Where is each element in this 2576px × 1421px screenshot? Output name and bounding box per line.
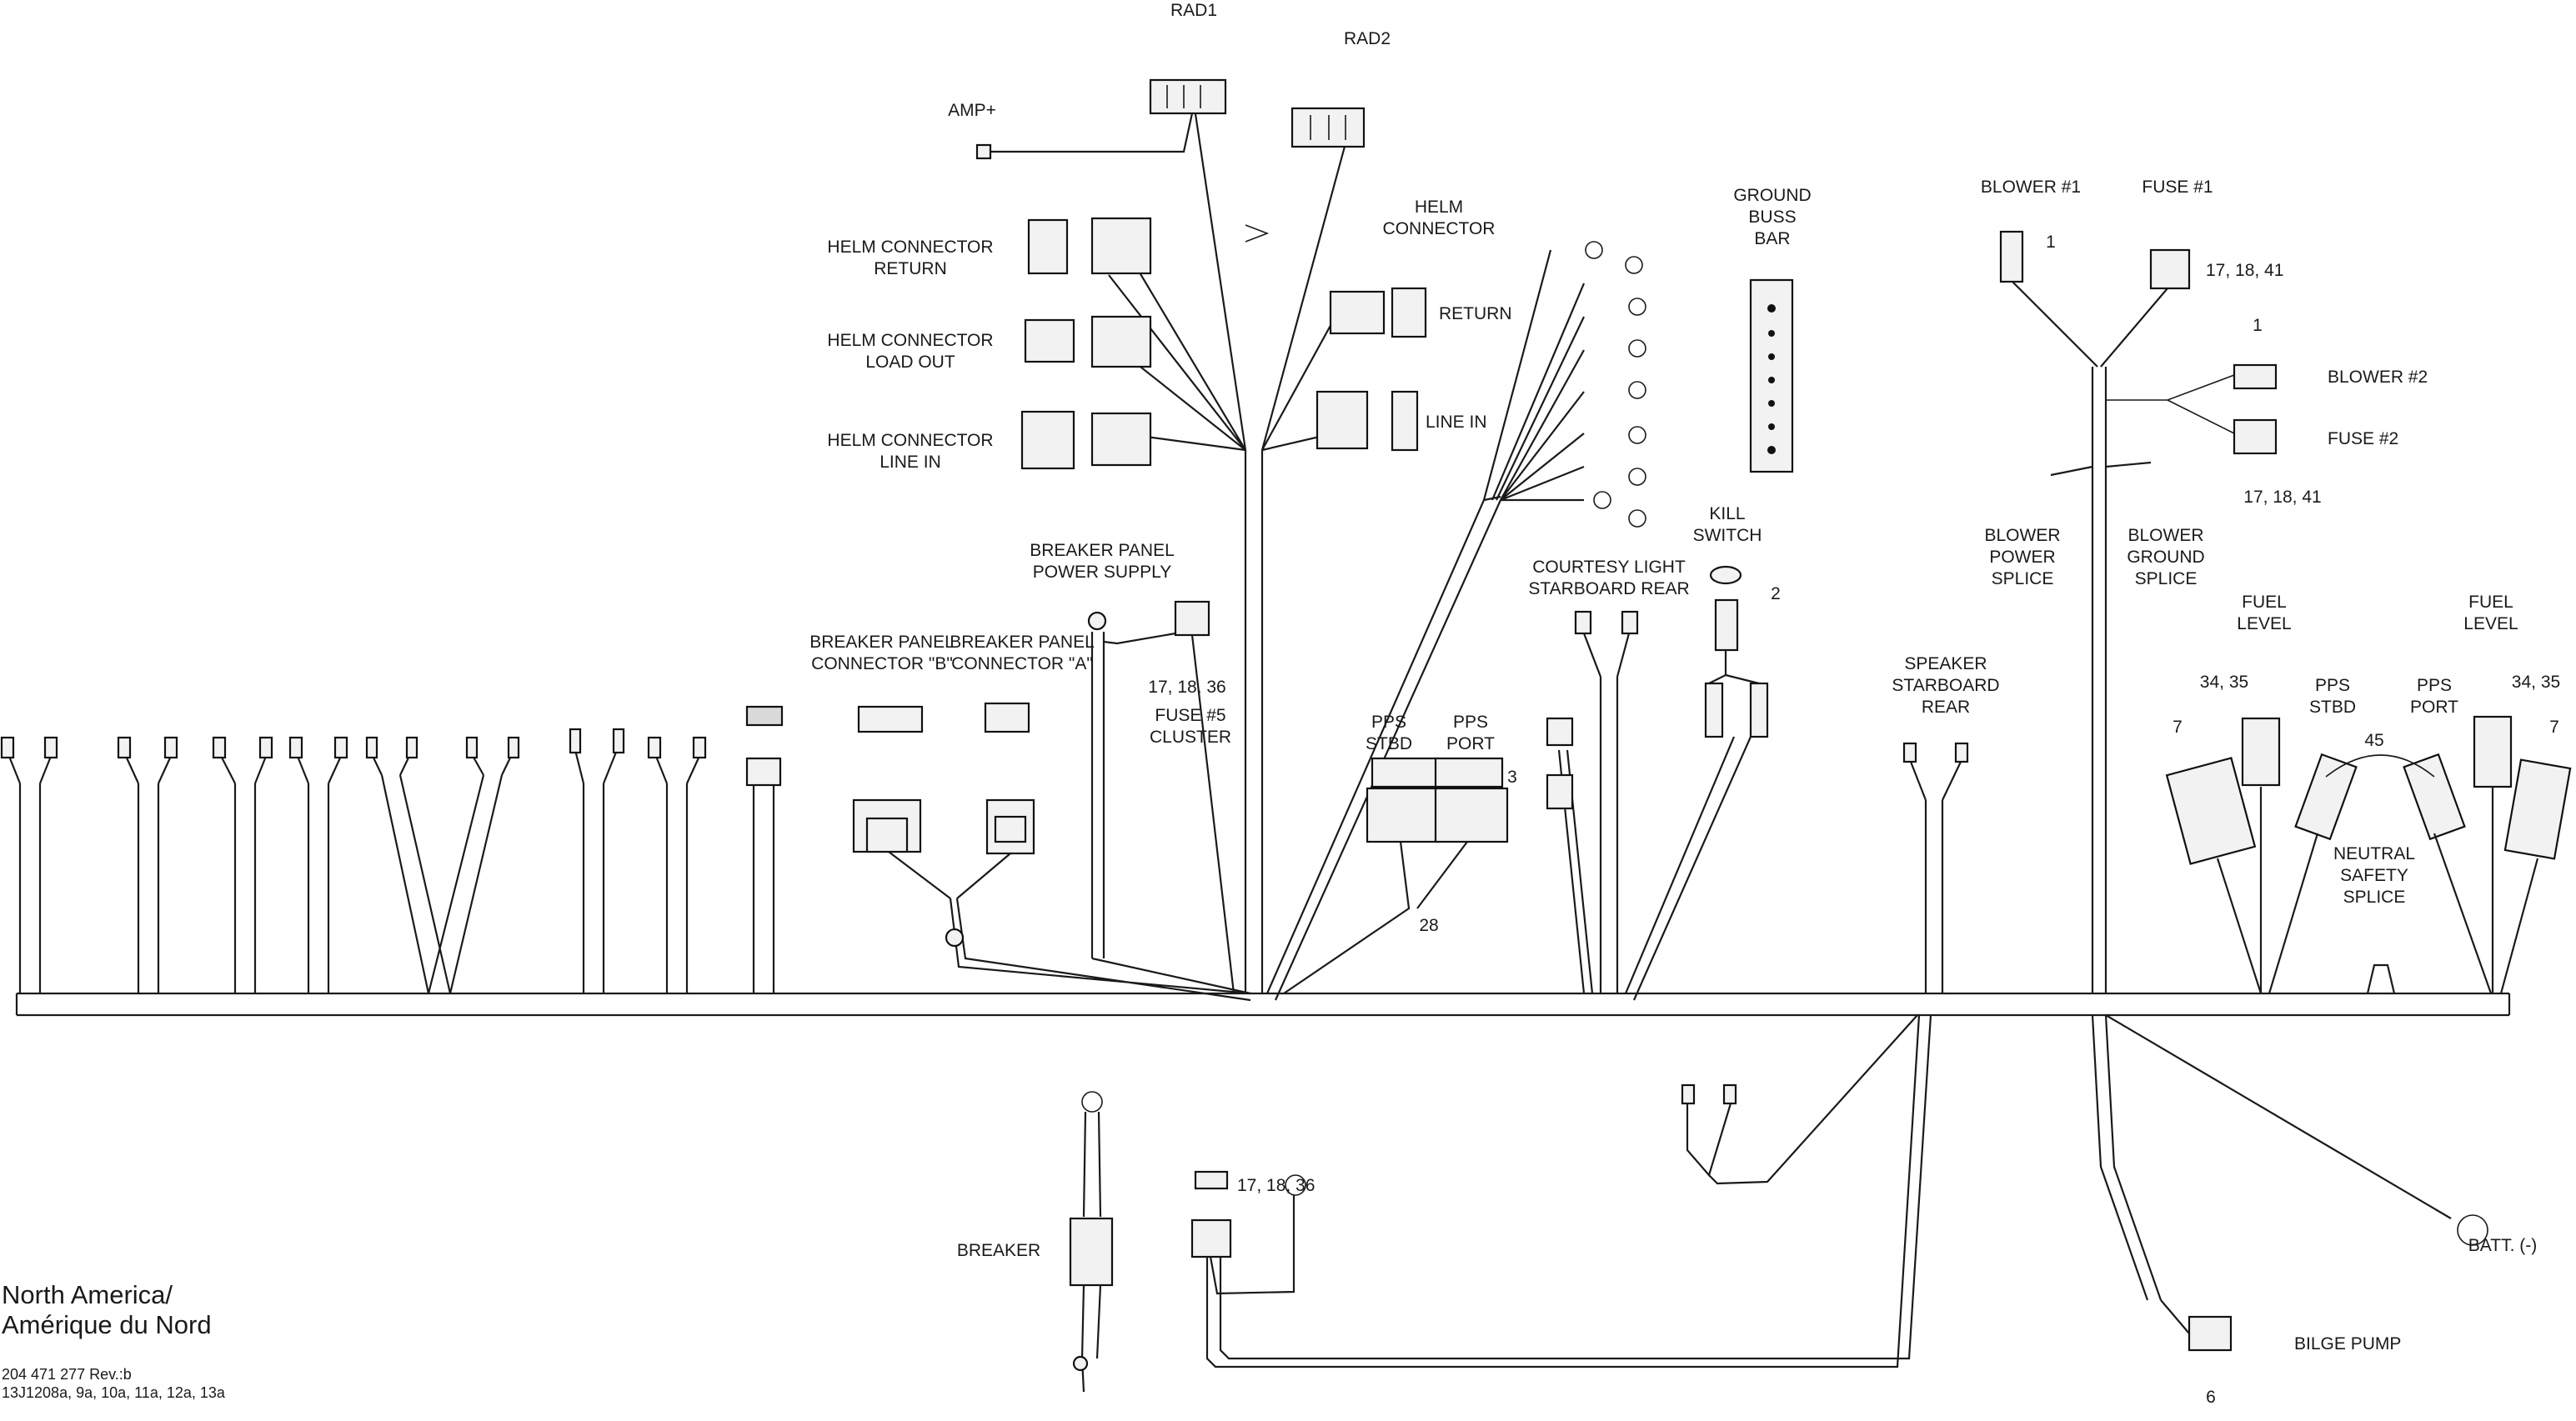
- label-pps-port-center: PPS PORT: [1446, 713, 1495, 753]
- label-pps-port-right: PPS PORT: [2410, 676, 2458, 717]
- label-rad2: RAD2: [1343, 29, 1391, 48]
- label-helm-connector: HELM CONNECTOR: [1382, 198, 1496, 238]
- helm-connectors-right: [1316, 287, 1427, 452]
- label-fuel-level-right: FUEL LEVEL: [2463, 593, 2518, 633]
- callout-1-blower1: 1: [2046, 233, 2056, 252]
- ground-buss-bar-shape: [1749, 278, 1794, 473]
- lower-branches: [1069, 1014, 1932, 1393]
- blower-fuse-branches: [1999, 230, 2488, 1352]
- callout-3435-left: 34, 35: [2199, 673, 2249, 692]
- label-breaker-panel-power-supply: BREAKER PANEL POWER SUPPLY: [1030, 541, 1175, 582]
- label-blower-ground-splice: BLOWER GROUND SPLICE: [2127, 526, 2205, 588]
- breaker-power-supply-branch: [1087, 600, 1251, 995]
- callout-fuse2-refs: 17, 18, 41: [2243, 488, 2322, 507]
- label-blower2: BLOWER #2: [2328, 368, 2428, 387]
- rad-connectors: [975, 78, 1366, 160]
- label-ground-buss-bar: GROUND BUSS BAR: [1733, 186, 1812, 248]
- callout-1-blower2: 1: [2253, 316, 2263, 335]
- label-courtesy-light: COURTESY LIGHT STARBOARD REAR: [1528, 558, 1690, 598]
- right-sensor-branches: [2165, 715, 2572, 994]
- courtesy-kill-pps-branches: [1283, 565, 1769, 1001]
- label-pps-stbd-center: PPS STBD: [1365, 713, 1413, 753]
- label-rad1: RAD1: [1170, 1, 1218, 20]
- callout-28: 28: [1419, 916, 1439, 935]
- callout-3435-right: 34, 35: [2511, 673, 2561, 692]
- label-speaker-starboard-rear: SPEAKER STARBOARD REAR: [1892, 654, 2000, 717]
- ring-terminal-fan: [1265, 241, 1646, 1001]
- label-return: RETURN: [1439, 304, 1512, 323]
- label-neutral-safety-splice: NEUTRAL SAFETY SPLICE: [2333, 844, 2416, 907]
- label-breaker-panel-connector-a: BREAKER PANEL CONNECTOR "A": [950, 633, 1095, 673]
- label-line-in: LINE IN: [1426, 413, 1487, 432]
- label-pps-stbd-right: PPS STBD: [2308, 676, 2357, 717]
- label-fuse2: FUSE #2: [2328, 429, 2399, 448]
- callout-7-right: 7: [2549, 718, 2559, 737]
- label-fuse1: FUSE #1: [2142, 178, 2213, 197]
- callout-45: 45: [2364, 731, 2384, 750]
- label-helm-connector-load-out: HELM CONNECTOR LOAD OUT: [827, 331, 994, 372]
- label-helm-connector-return: HELM CONNECTOR RETURN: [827, 238, 994, 278]
- label-fuse5-cluster: FUSE #5 CLUSTER: [1149, 706, 1232, 747]
- speaker-branch: [1902, 742, 1969, 993]
- breaker-panel-connectors: [852, 702, 1251, 1002]
- callout-fuse1-refs: 17, 18, 41: [2206, 261, 2284, 280]
- callout-2: 2: [1771, 584, 1781, 603]
- label-blower1: BLOWER #1: [1980, 178, 2082, 197]
- label-part-number: 204 471 277 Rev.:b: [2, 1366, 132, 1383]
- label-amp: AMP+: [948, 101, 996, 120]
- label-breaker: BREAKER: [956, 1241, 1041, 1260]
- helm-trunk: [1108, 91, 1352, 993]
- main-trunk: [15, 992, 2511, 1017]
- label-breaker-panel-connector-b: BREAKER PANEL CONNECTOR "B": [809, 633, 955, 673]
- label-fuel-level-left: FUEL LEVEL: [2237, 593, 2292, 633]
- label-drawing-refs: 13J1208a, 9a, 10a, 11a, 12a, 13a: [2, 1384, 225, 1401]
- label-blower-power-splice: BLOWER POWER SPLICE: [1984, 526, 2061, 588]
- callout-3: 3: [1507, 768, 1517, 787]
- label-helm-connector-line-in: HELM CONNECTOR LINE IN: [827, 431, 994, 472]
- label-bilge-pump: BILGE PUMP: [2294, 1334, 2402, 1353]
- label-batt-negative: BATT. (-): [2468, 1236, 2538, 1255]
- label-kill-switch: KILL SWITCH: [1692, 504, 1762, 545]
- callout-7-left: 7: [2173, 718, 2183, 737]
- callout-6: 6: [2206, 1388, 2216, 1407]
- callout-lower-fuse-refs: 17, 18, 36: [1237, 1176, 1316, 1195]
- helm-connectors-left: [1020, 217, 1152, 470]
- left-pigtail-branches: [0, 705, 784, 994]
- callout-fuse5-refs: 17, 18, 36: [1148, 678, 1226, 697]
- label-region: North America/ Amérique du Nord: [2, 1280, 212, 1339]
